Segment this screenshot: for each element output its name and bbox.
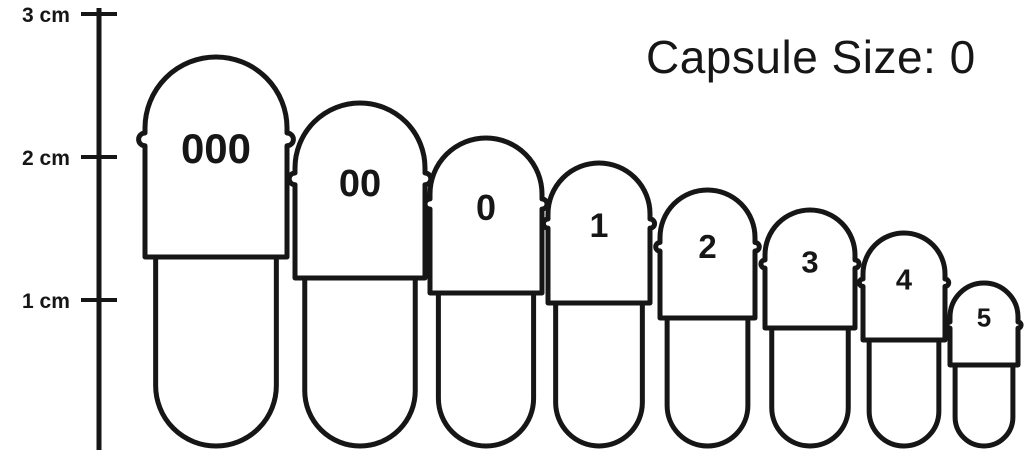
capsule-body (866, 331, 942, 449)
capsule-5: 5 (944, 280, 1024, 449)
diagram-title: Capsule Size: 0 (646, 31, 976, 83)
capsule-cap (286, 100, 434, 281)
capsule-body (435, 284, 537, 449)
capsule-4: 4 (856, 230, 952, 449)
capsule-body (769, 319, 851, 449)
capsule-2: 2 (653, 187, 762, 449)
capsule-0: 0 (422, 135, 550, 449)
capsule-label: 2 (698, 228, 716, 265)
capsule-cap (136, 54, 296, 260)
ruler-label: 3 cm (22, 4, 70, 27)
capsule-label: 4 (896, 265, 912, 297)
ruler: 3 cm 2 cm 1 cm (22, 4, 117, 450)
capsule-cap (653, 187, 762, 321)
capsule-label: 0 (476, 187, 496, 228)
capsule-label: 1 (590, 207, 609, 245)
capsule-label: 5 (977, 302, 991, 332)
capsule-body (952, 356, 1016, 449)
capsule-00: 00 (286, 100, 434, 449)
capsule-body (153, 248, 279, 449)
capsule-label: 000 (181, 125, 251, 172)
capsule-3: 3 (758, 207, 862, 449)
ruler-label: 1 cm (22, 290, 70, 313)
capsule-cap (422, 135, 550, 296)
ruler-label: 2 cm (22, 147, 70, 170)
capsule-body (553, 294, 645, 449)
capsule-cap (540, 160, 658, 306)
capsule-body (664, 309, 751, 449)
capsule-body (302, 269, 418, 449)
capsule-label: 00 (339, 163, 381, 205)
capsule-cap (856, 230, 952, 343)
capsule-label: 3 (801, 245, 818, 280)
capsule-1: 1 (540, 160, 658, 449)
capsule-cap (944, 280, 1024, 368)
capsule-cap (758, 207, 862, 331)
capsule-000: 000 (136, 54, 296, 449)
